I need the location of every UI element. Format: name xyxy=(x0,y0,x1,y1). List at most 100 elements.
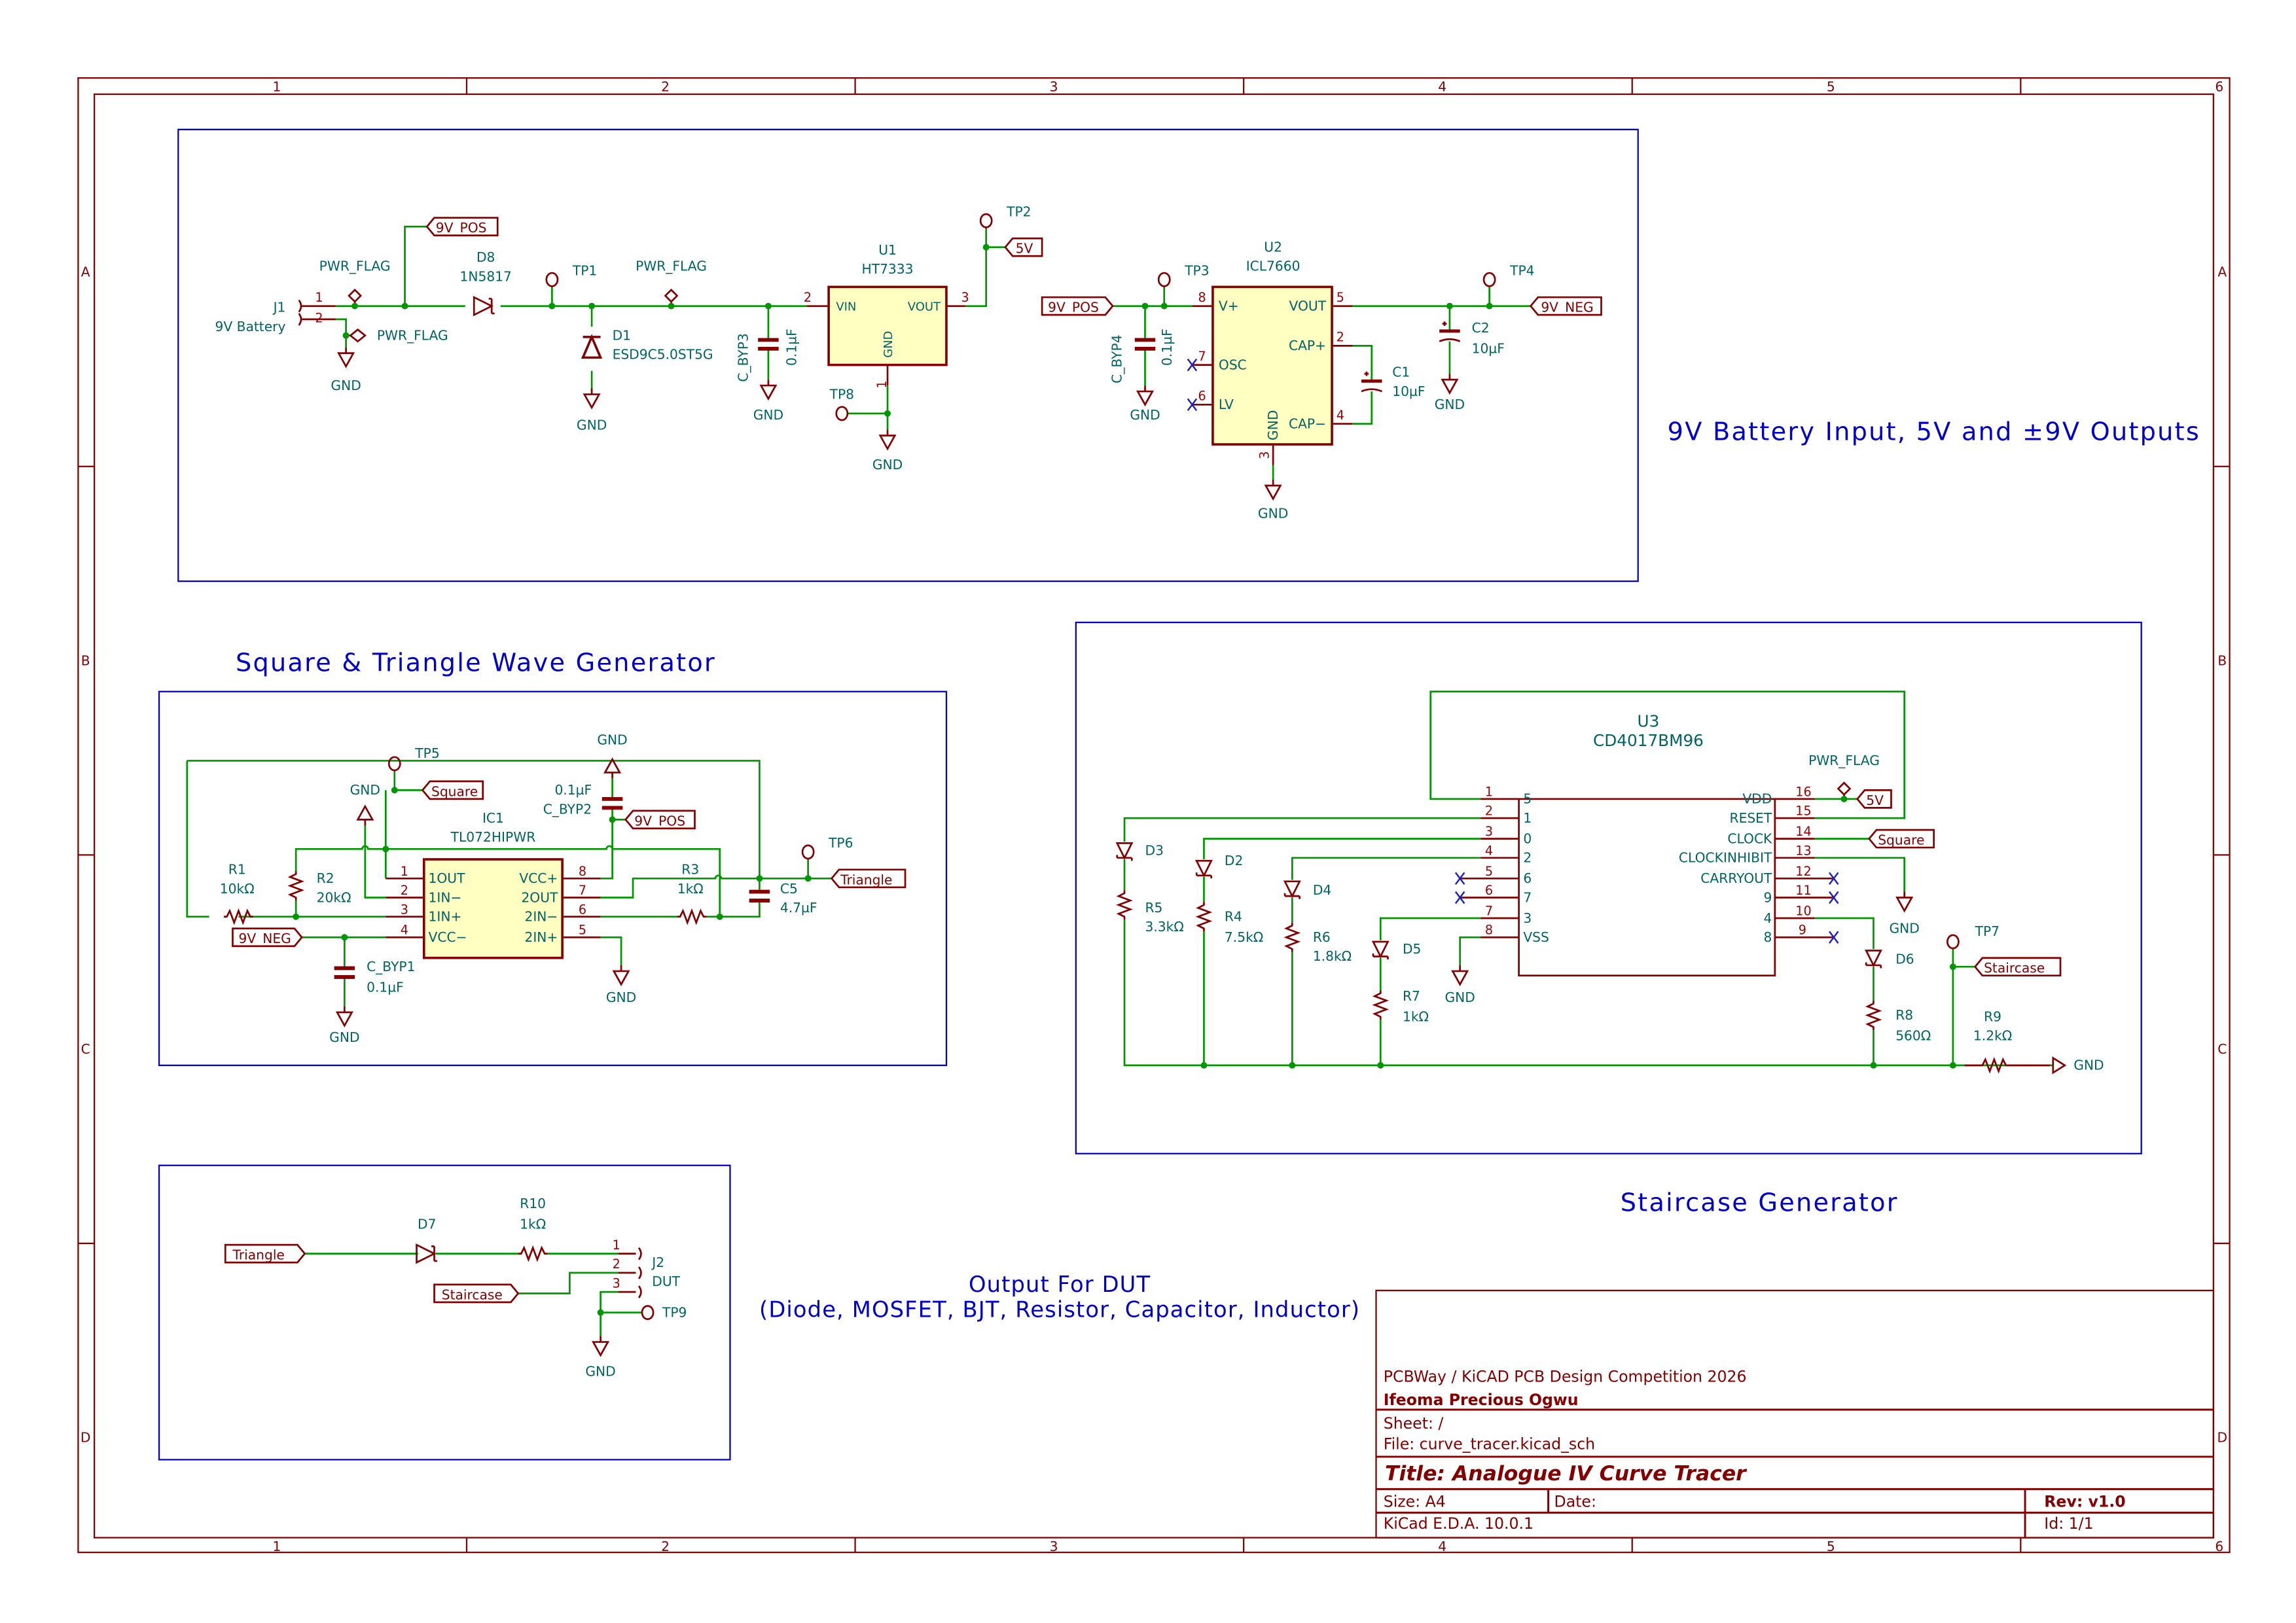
r7-ref: R7 xyxy=(1403,988,1420,1004)
frame-row-b-right: B xyxy=(2217,652,2227,668)
frame-column-3: 3 xyxy=(1050,79,1058,94)
ic1-pin-number: 1 xyxy=(401,864,408,879)
c-byp3-ref: C_BYP3 xyxy=(735,333,751,382)
u2-pin4-number: 4 xyxy=(1336,408,1344,423)
u1-pin1-number: 1 xyxy=(874,380,889,388)
net-label-9v-pos xyxy=(425,217,499,237)
c-byp3-capacitor-icon xyxy=(758,340,778,348)
ic1-pin-name: 1IN− xyxy=(429,889,462,905)
tp8-label: TP8 xyxy=(829,386,854,402)
frame-column-4: 4 xyxy=(1438,79,1446,94)
pwr-flag-icon xyxy=(349,328,367,343)
u2-pin-osc: OSC xyxy=(1219,357,1247,372)
net-label-9v-pos-text: 9V_POS xyxy=(436,220,487,236)
test-point-icon xyxy=(387,756,401,772)
test-point-icon xyxy=(1157,272,1171,287)
r1-ref: R1 xyxy=(228,862,246,878)
j1-ref: J1 xyxy=(272,300,286,315)
u3-pin-name: 6 xyxy=(1523,870,1532,886)
u2-pin-vplus: V+ xyxy=(1219,298,1239,313)
ic1-opamp-body xyxy=(422,858,564,959)
frame-row-a-right: A xyxy=(2217,264,2227,280)
r9-value: 1.2kΩ xyxy=(1973,1028,2012,1044)
u1-value: HT7333 xyxy=(862,261,914,277)
net-label-9v-neg xyxy=(232,927,303,948)
d8-schottky-diode-icon xyxy=(473,296,496,316)
net-label-square xyxy=(1867,829,1935,849)
net-label-triangle xyxy=(224,1243,306,1264)
u3-pin-name: CLOCK xyxy=(1727,830,1772,846)
d1-ref: D1 xyxy=(613,327,631,343)
gnd-label: GND xyxy=(1444,990,1475,1005)
frame-row-d: D xyxy=(81,1429,91,1445)
gnd-symbol-icon xyxy=(1441,372,1458,394)
junction-dots xyxy=(293,787,812,941)
gnd-symbol-icon xyxy=(338,346,355,368)
j2-value: DUT xyxy=(652,1274,680,1289)
frame-column-6: 6 xyxy=(2215,79,2223,94)
gnd-label: GND xyxy=(597,732,627,748)
frame-row-b: B xyxy=(81,652,90,668)
r5-ref: R5 xyxy=(1145,900,1163,916)
c5-capacitor-icon xyxy=(749,892,770,901)
gnd-label: GND xyxy=(2073,1058,2104,1073)
staircase-section: U3 CD4017BM96 1 2 3 4 5 6 7 8 5 1 0 2 6 … xyxy=(1116,690,2104,1075)
d2-diode-icon xyxy=(1195,859,1213,880)
u3-pin-name: VSS xyxy=(1523,929,1549,945)
r2-resistor-icon xyxy=(289,870,303,902)
r6-ref: R6 xyxy=(1313,929,1331,945)
u3-pin-number: 9 xyxy=(1799,923,1806,938)
r1-value: 10kΩ xyxy=(220,881,255,897)
ic1-value: TL072HIPWR xyxy=(450,829,536,845)
gnd-symbol-icon xyxy=(336,1005,353,1027)
gnd-label: GND xyxy=(1889,920,1919,936)
junction-dots xyxy=(1200,795,1956,1069)
gnd-symbol-icon xyxy=(1452,964,1469,986)
u3-pin-name: 8 xyxy=(1763,929,1772,945)
net-label-triangle xyxy=(830,868,906,889)
test-point-icon xyxy=(801,844,815,860)
pwr-flag-label: PWR_FLAG xyxy=(1808,753,1880,768)
u1-pin-gnd: GND xyxy=(882,331,895,358)
u3-pin-number: 14 xyxy=(1795,824,1811,839)
d5-ref: D5 xyxy=(1403,941,1421,957)
net-label-staircase xyxy=(433,1283,520,1304)
u3-pin-number: 15 xyxy=(1795,804,1811,819)
net-label-triangle-text: Triangle xyxy=(840,872,892,887)
r7-resistor-icon xyxy=(1373,989,1388,1021)
r10-ref: R10 xyxy=(520,1196,546,1211)
u2-pin-vout: VOUT xyxy=(1289,298,1327,313)
net-label-9v-neg-text: 9V_NEG xyxy=(1541,300,1593,315)
r6-value: 1.8kΩ xyxy=(1313,948,1352,964)
title-block-sheet: Sheet: / xyxy=(1384,1414,1444,1433)
u2-pin7-number: 7 xyxy=(1198,349,1206,364)
u2-pin-capplus: CAP+ xyxy=(1289,338,1326,353)
u3-pin-name: 1 xyxy=(1523,810,1532,826)
r8-value: 560Ω xyxy=(1895,1028,1931,1044)
j2-pin2-jack-icon xyxy=(637,1266,642,1280)
ic1-pin-number: 7 xyxy=(579,883,586,898)
j2-pin-number: 2 xyxy=(613,1257,620,1272)
u3-value: CD4017BM96 xyxy=(1593,731,1704,750)
title-block-date: Date: xyxy=(1554,1492,1596,1510)
ic1-pin-number: 4 xyxy=(401,923,408,938)
title-block-size: Size: A4 xyxy=(1384,1492,1446,1510)
u2-value: ICL7660 xyxy=(1246,259,1300,274)
ic1-pin-number: 8 xyxy=(579,864,586,879)
d4-ref: D4 xyxy=(1313,882,1331,898)
c-byp4-value: 0.1µF xyxy=(1159,329,1175,366)
gnd-symbol-icon xyxy=(592,1335,609,1357)
u2-pin6-number: 6 xyxy=(1198,389,1206,404)
net-label-5v-text: 5V xyxy=(1866,793,1884,808)
d5-diode-icon xyxy=(1372,940,1389,961)
net-label-9v-neg-text: 9V_NEG xyxy=(238,931,291,946)
test-point-icon xyxy=(641,1305,655,1321)
net-label-5v xyxy=(1004,237,1043,257)
u3-pin-number: 12 xyxy=(1795,864,1811,879)
net-label-staircase xyxy=(1973,957,2062,977)
gnd-symbol-icon xyxy=(1896,891,1913,912)
d3-diode-icon xyxy=(1116,842,1133,862)
tp9-label: TP9 xyxy=(662,1304,687,1320)
tp3-label: TP3 xyxy=(1184,262,1209,278)
pwr-flag-label: PWR_FLAG xyxy=(377,327,448,343)
